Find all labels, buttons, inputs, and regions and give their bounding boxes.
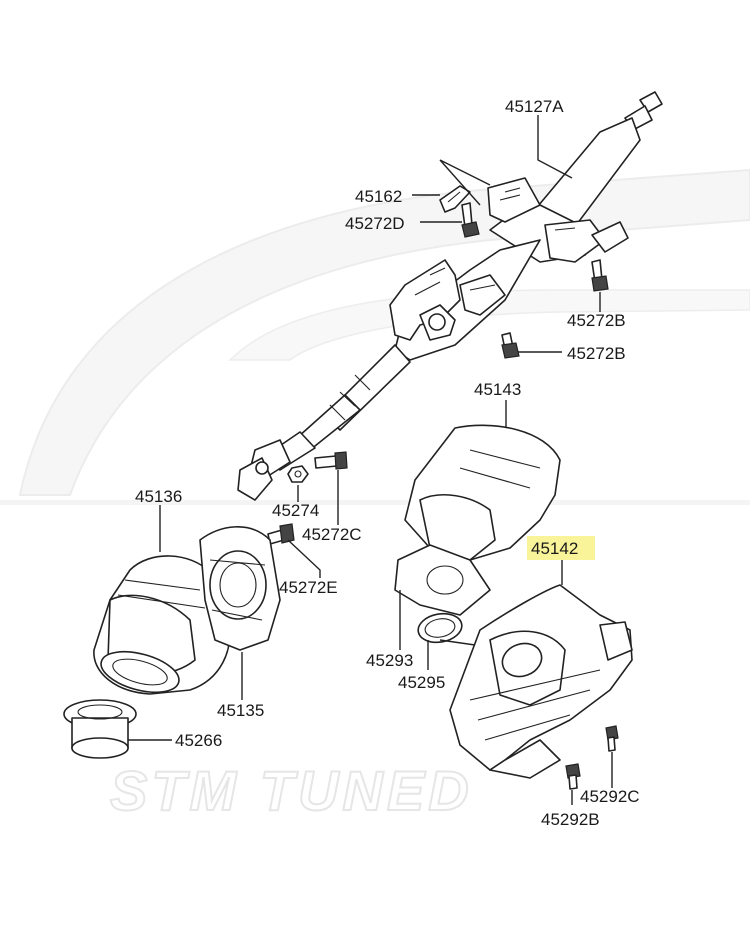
label-45266: 45266 <box>175 731 222 750</box>
label-45292C: 45292C <box>580 787 640 806</box>
label-45272B-upper: 45272B <box>567 311 626 330</box>
bolt-45272B-lower <box>501 332 520 359</box>
grommet-45266 <box>63 699 137 759</box>
lower-column-cover-45142 <box>449 584 633 779</box>
clip-45162 <box>439 185 471 213</box>
label-45272D: 45272D <box>345 214 405 233</box>
watermark-swoosh <box>0 168 750 505</box>
label-45272C: 45272C <box>302 525 362 544</box>
label-45127A: 45127A <box>505 97 564 116</box>
part-labels: 45127A 45162 45272D 45272B 45272B 45143 … <box>135 97 640 829</box>
nut-45274 <box>287 465 309 483</box>
highlight-45142 <box>527 536 595 560</box>
label-45295: 45295 <box>398 673 445 692</box>
dash-cover-45135 <box>199 526 281 651</box>
label-45293: 45293 <box>366 651 413 670</box>
label-45162: 45162 <box>355 187 402 206</box>
bolt-45272C <box>314 451 348 470</box>
column-boot-45136 <box>93 555 231 695</box>
bolt-45272E <box>267 523 295 545</box>
screw-45292B <box>565 763 581 790</box>
upper-column-cover-45143 <box>394 424 561 616</box>
label-45272E: 45272E <box>279 578 338 597</box>
steering-column-shaft <box>237 91 663 501</box>
label-45274: 45274 <box>272 501 319 520</box>
label-45136: 45136 <box>135 487 182 506</box>
leader-lines <box>128 115 613 805</box>
bolt-45272B-upper <box>591 259 609 292</box>
ring-45293 <box>417 612 463 644</box>
label-45143: 45143 <box>474 380 521 399</box>
label-45292B: 45292B <box>541 810 600 829</box>
label-45142: 45142 <box>531 539 578 558</box>
label-45135: 45135 <box>217 701 264 720</box>
watermark-text: STM TUNED <box>110 759 473 822</box>
bolt-45272D <box>461 202 480 238</box>
label-45272B-lower: 45272B <box>567 344 626 363</box>
screw-45292C <box>605 725 619 752</box>
